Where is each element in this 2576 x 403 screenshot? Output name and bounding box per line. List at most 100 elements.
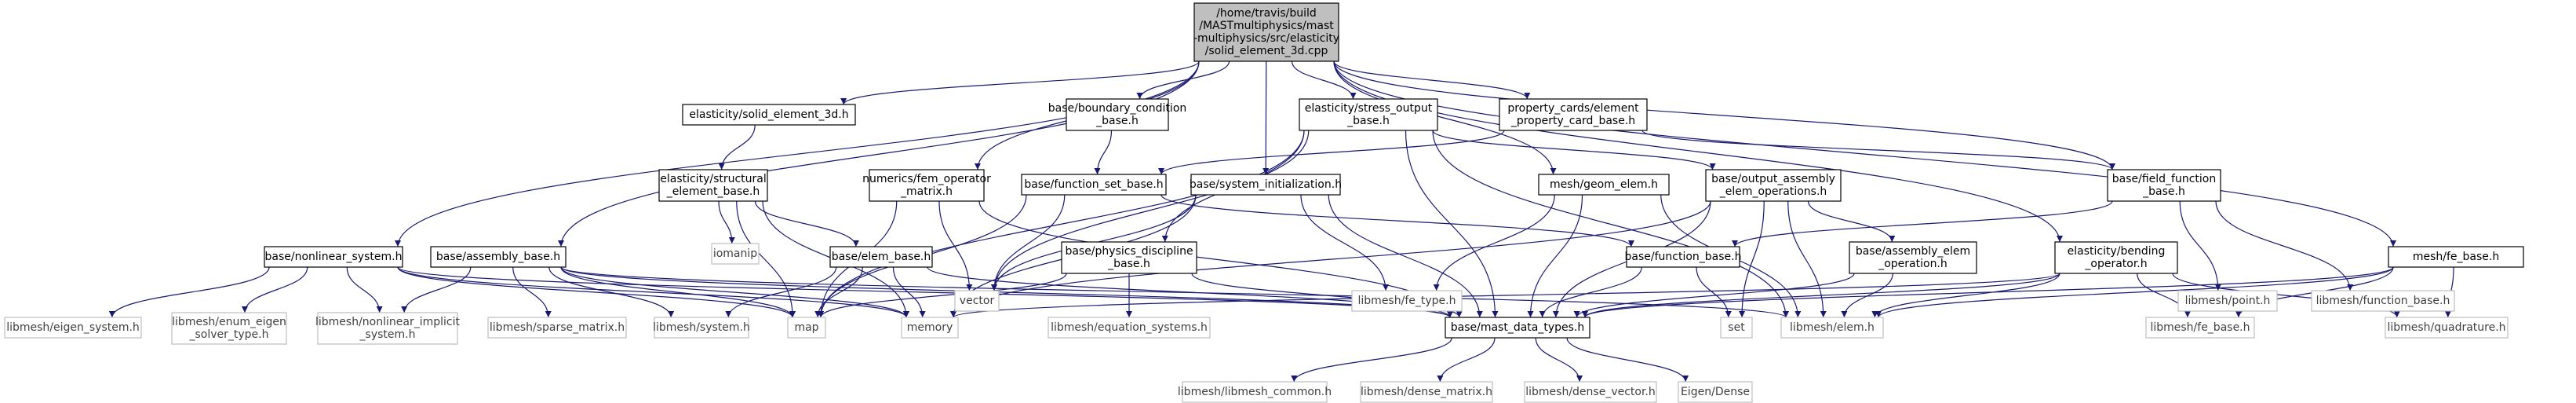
edge-physdisc-to-map xyxy=(818,273,1067,318)
node-label-line: libmesh/function_base.h xyxy=(2316,295,2450,307)
graph-node-solid3d[interactable]: elasticity/solid_element_3d.h xyxy=(682,104,856,126)
node-label-line: _base.h xyxy=(1095,115,1139,127)
edge-structbase-to-map xyxy=(736,200,796,318)
node-box xyxy=(1048,317,1211,339)
graph-node-assmbase[interactable]: base/assembly_base.h xyxy=(430,246,567,268)
node-box xyxy=(1182,381,1328,403)
node-box xyxy=(487,317,627,339)
edge-elembase-to-memory xyxy=(892,266,926,318)
graph-node-funcbase[interactable]: base/function_base.h xyxy=(1625,246,1742,268)
node-box xyxy=(1499,98,1648,131)
graph-node-structbase[interactable]: elasticity/structural_element_base.h xyxy=(658,169,768,202)
node-label-line: _element_base.h xyxy=(666,185,760,198)
graph-node-lsparse: libmesh/sparse_matrix.h xyxy=(487,317,627,339)
edge-funcbase-to-mastdt xyxy=(1539,266,1642,318)
edge-propcard-to-funcset xyxy=(1158,130,1505,175)
graph-node-set: set xyxy=(1720,317,1753,339)
node-label-line: libmesh/quadrature.h xyxy=(2387,321,2505,334)
graph-node-bcbase[interactable]: base/boundary_condition_base.h xyxy=(1048,98,1187,131)
node-label-line: mesh/fe_base.h xyxy=(2413,251,2499,263)
node-box xyxy=(829,246,933,268)
node-box xyxy=(171,312,287,345)
node-label-line: property_cards/element xyxy=(1507,102,1639,115)
node-label-line: base/assembly_base.h xyxy=(436,251,560,263)
graph-node-nonlin[interactable]: base/nonlinear_system.h xyxy=(264,246,403,268)
edge-root-to-stressout xyxy=(1291,60,1357,100)
graph-node-leigen: libmesh/eigen_system.h xyxy=(4,317,142,339)
edge-assmbase-to-lsystem xyxy=(548,266,675,318)
graph-node-leqsys: libmesh/equation_systems.h xyxy=(1048,317,1211,339)
edge-femop-to-vector xyxy=(938,200,973,291)
edge-funcset-to-vector xyxy=(991,194,1066,291)
node-label-line: vector xyxy=(960,295,995,307)
edge-mastdt-to-eigendense xyxy=(1566,337,1689,383)
edge-root-to-febase xyxy=(1333,60,2396,247)
edge-assmelemop-to-lelem xyxy=(1841,273,1893,318)
edge-structbase-to-elembase xyxy=(754,200,859,247)
edge-assmbase-to-memory xyxy=(560,266,909,318)
graph-node-elembase[interactable]: base/elem_base.h xyxy=(829,246,933,268)
edge-stressout-to-lelem xyxy=(1432,130,1789,318)
nodes-layer: /home/travis/build/MASTmultiphysics/mast… xyxy=(4,2,2524,403)
node-box xyxy=(1524,381,1657,403)
node-label-line: libmesh/libmesh_common.h xyxy=(1178,386,1332,398)
edge-geomelem-to-lfetype xyxy=(1433,194,1555,291)
node-box xyxy=(2311,290,2455,312)
node-label-line: base/boundary_condition xyxy=(1048,102,1187,115)
edge-nonlin-to-lnonimp xyxy=(346,266,383,313)
node-label-line: base/field_function xyxy=(2112,173,2217,185)
node-label-line: libmesh/equation_systems.h xyxy=(1051,321,1208,334)
graph-node-funcset[interactable]: base/function_set_base.h xyxy=(1021,174,1167,196)
graph-node-physdisc[interactable]: base/physics_discipline_base.h xyxy=(1061,241,1197,274)
edge-assmbase-to-lsparse xyxy=(512,266,552,318)
edge-root-to-propcard xyxy=(1333,60,1531,100)
node-label-line: Eigen/Dense xyxy=(1681,386,1750,398)
edge-sysinit-to-lfetype xyxy=(1300,194,1389,291)
graph-node-geomelem[interactable]: mesh/geom_elem.h xyxy=(1538,174,1670,196)
edge-mastdt-to-ldmatrix xyxy=(1437,337,1496,383)
node-box xyxy=(1705,169,1842,202)
node-label-line: elasticity/stress_output xyxy=(1305,102,1433,115)
node-label-line: libmesh/point.h xyxy=(2185,295,2271,307)
edge-bending-to-memory xyxy=(950,273,2060,318)
node-box xyxy=(869,169,985,202)
node-box xyxy=(682,104,856,126)
graph-node-ldmatrix: libmesh/dense_matrix.h xyxy=(1360,381,1493,403)
graph-node-outassm[interactable]: base/output_assembly_elem_operations.h xyxy=(1705,169,1842,202)
node-box xyxy=(1626,246,1740,268)
graph-node-assmelemop[interactable]: base/assembly_elem_operation.h xyxy=(1849,241,1977,274)
graph-node-stressout[interactable]: elasticity/stress_output_base.h xyxy=(1299,98,1438,131)
edge-nonlin-to-lenum xyxy=(241,266,308,313)
graph-node-propcard[interactable]: property_cards/element_property_card_bas… xyxy=(1499,98,1648,131)
node-label-line: numerics/fem_operator xyxy=(862,173,991,185)
node-box xyxy=(4,317,142,339)
edge-funcbase-to-set xyxy=(1696,266,1732,318)
node-box xyxy=(264,246,403,268)
graph-node-root[interactable]: /home/travis/build/MASTmultiphysics/mast… xyxy=(1193,2,1339,62)
node-label-line: /home/travis/build xyxy=(1216,7,1317,20)
graph-node-bending[interactable]: elasticity/bending_operator.h xyxy=(2054,241,2178,274)
edge-stressout-to-outassm xyxy=(1432,130,1716,170)
graph-node-lquad: libmesh/quadrature.h xyxy=(2385,317,2509,339)
edge-febase-to-lelem xyxy=(1875,266,2394,318)
node-label-line: libmesh/enum_eigen xyxy=(172,316,286,328)
graph-node-fieldfn[interactable]: base/field_function_base.h xyxy=(2107,169,2221,202)
node-label-line: libmesh/dense_matrix.h xyxy=(1361,386,1492,398)
graph-node-febase[interactable]: mesh/fe_base.h xyxy=(2388,246,2524,268)
node-label-line: map xyxy=(794,321,818,334)
edge-root-to-bending xyxy=(1333,60,2063,243)
node-label-line: elasticity/structural xyxy=(660,173,767,185)
edge-mastdt-to-ldvector xyxy=(1535,337,1583,383)
graph-node-lfetype: libmesh/fe_type.h xyxy=(1351,290,1463,312)
edge-solid3d-to-structbase xyxy=(718,124,756,170)
edge-bcbase-to-funcset xyxy=(1094,130,1113,175)
edge-nonlin-to-memory xyxy=(397,266,909,318)
graph-node-femop[interactable]: numerics/fem_operator_matrix.h xyxy=(862,169,991,202)
graph-node-sysinit[interactable]: base/system_initialization.h xyxy=(1190,174,1342,196)
graph-node-mastdt[interactable]: base/mast_data_types.h xyxy=(1445,317,1590,339)
node-label-line: base/assembly_elem xyxy=(1856,245,1970,258)
edge-fieldfn-to-lpoint xyxy=(2179,200,2221,291)
node-label-line: _property_card_base.h xyxy=(1510,115,1635,127)
node-label-line: libmesh/dense_vector.h xyxy=(1525,386,1656,398)
edge-propcard-to-fieldfn xyxy=(1641,130,2115,170)
